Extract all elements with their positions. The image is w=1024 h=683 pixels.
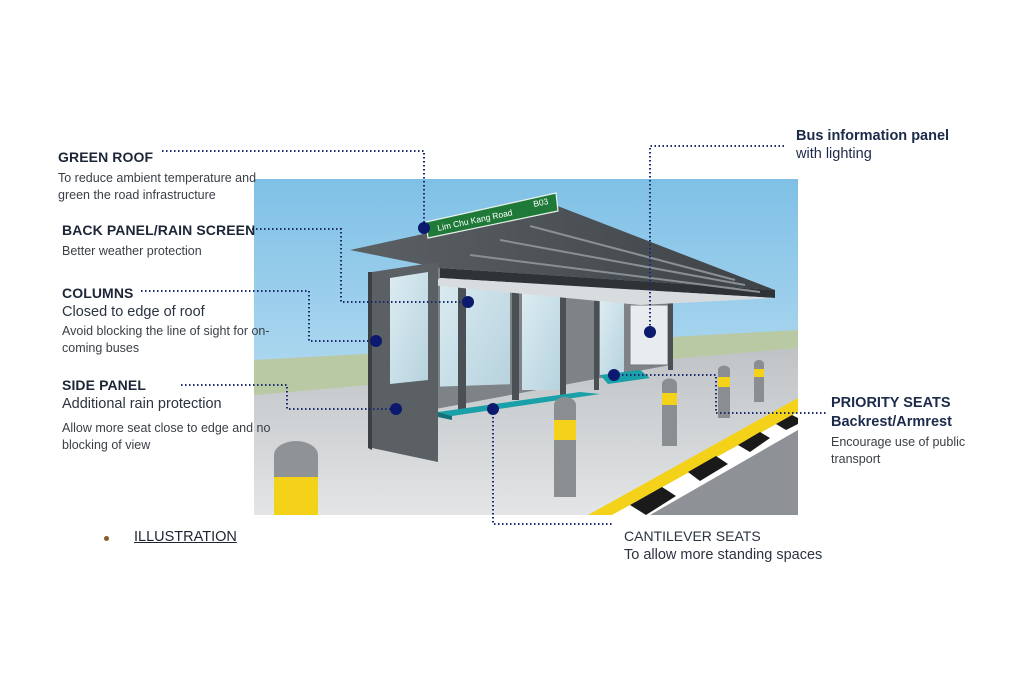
callout-priority-seats: PRIORITY SEATS Backrest/Armrest Encourag… — [831, 395, 965, 468]
priority-title-1: PRIORITY SEATS — [831, 395, 951, 411]
bus-info-title: Bus information panel — [796, 128, 950, 144]
green-roof-desc-1: To reduce ambient temperature and — [58, 171, 257, 185]
callout-cantilever-seats: CANTILEVER SEATS To allow more standing … — [624, 528, 822, 563]
bus-info-subtitle: with lighting — [796, 146, 872, 162]
leader-green-roof — [162, 150, 425, 228]
columns-desc-2: coming buses — [62, 341, 140, 355]
bollard-mid — [662, 378, 677, 446]
callout-bus-info: Bus information panel with lighting — [796, 128, 949, 162]
leader-side-panel — [181, 384, 396, 410]
marker-columns — [370, 335, 382, 347]
bollard-center — [554, 397, 576, 497]
caption-bullet — [104, 536, 109, 541]
marker-bus-info — [644, 326, 656, 338]
side-panel-subtitle: Additional rain protection — [62, 396, 222, 412]
cantilever-subtitle: To allow more standing spaces — [624, 547, 823, 563]
marker-green-roof — [418, 222, 430, 234]
side-panel-desc-1: Allow more seat close to edge and no — [62, 421, 271, 435]
marker-cantilever — [487, 403, 499, 415]
leader-priority — [614, 374, 826, 414]
priority-desc-2: transport — [831, 452, 881, 466]
callout-back-panel: BACK PANEL/RAIN SCREEN Better weather pr… — [62, 222, 255, 260]
side-panel-title: SIDE PANEL — [62, 377, 146, 393]
callout-green-roof: GREEN ROOF To reduce ambient temperature… — [58, 149, 256, 204]
priority-title-2: Backrest/Armrest — [831, 414, 952, 430]
green-roof-desc-2: green the road infrastructure — [58, 188, 216, 202]
road-sign-code: B03 — [532, 196, 549, 209]
leader-columns — [141, 290, 376, 342]
marker-priority — [608, 369, 620, 381]
callout-side-panel: SIDE PANEL Additional rain protection Al… — [62, 377, 270, 454]
columns-title: COLUMNS — [62, 285, 134, 301]
bollard-front-left — [274, 441, 318, 515]
priority-desc-1: Encourage use of public — [831, 435, 966, 449]
kerb — [588, 398, 798, 515]
callout-columns: COLUMNS Closed to edge of roof Avoid blo… — [62, 285, 270, 357]
leader-bus-info — [649, 145, 784, 332]
bollard-right — [718, 365, 730, 418]
marker-back-panel — [462, 296, 474, 308]
marker-side-panel — [390, 403, 402, 415]
green-roof-title: GREEN ROOF — [58, 149, 154, 165]
side-panel-desc-2: blocking of view — [62, 438, 151, 452]
back-panel-title: BACK PANEL/RAIN SCREEN — [62, 222, 256, 238]
columns-subtitle: Closed to edge of roof — [62, 304, 205, 320]
cantilever-title: CANTILEVER SEATS — [624, 528, 761, 544]
illustration-caption: ILLUSTRATION — [134, 529, 237, 545]
back-panel-desc: Better weather protection — [62, 244, 202, 258]
roof — [350, 205, 775, 290]
columns-desc-1: Avoid blocking the line of sight for on- — [62, 324, 270, 338]
bollard-far — [754, 360, 764, 402]
cantilever-bench — [438, 392, 600, 416]
leader-back-panel — [252, 228, 468, 303]
